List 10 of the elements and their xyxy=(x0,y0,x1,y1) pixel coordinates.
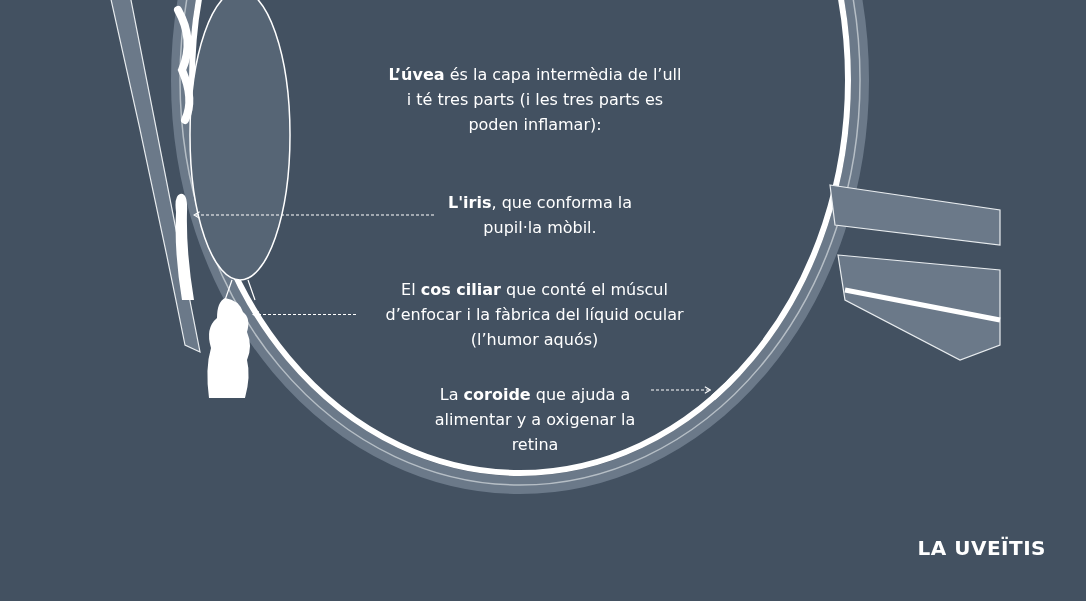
leader-arrow xyxy=(650,386,712,394)
callout-text: El cos ciliar que conté el múscul d’enfocar i la fàbrica del líquid ocular (l’humor aquós) xyxy=(362,277,707,352)
leader-arrow xyxy=(252,310,357,319)
title: LA UVEÏTIS xyxy=(917,536,1046,560)
leader-arrow xyxy=(193,211,435,219)
ciliary-body-part xyxy=(205,298,253,398)
callout-text: L'iris, que conforma la pupil·la mòbil. xyxy=(440,190,640,240)
choroid-band-part xyxy=(710,369,742,401)
callout-text: La coroide que ajuda a alimentar y a oxigenar la retina xyxy=(425,382,645,457)
intro-text: L’úvea és la capa intermèdia de l’ull i té tres parts (i les tres parts es poden inflamar): xyxy=(387,64,683,136)
